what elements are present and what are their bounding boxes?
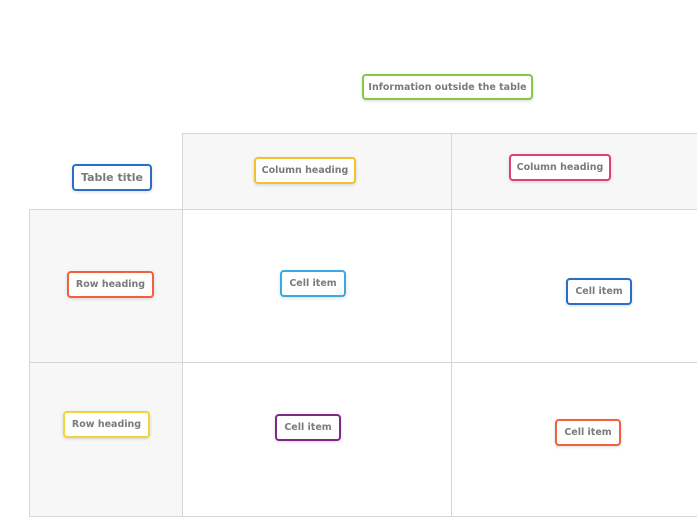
column-heading-topic-2[interactable]: Column heading	[509, 154, 611, 181]
column-heading-topic-1[interactable]: Column heading	[254, 157, 356, 184]
row-header-cell-2	[29, 362, 183, 517]
cell-item-topic-r2-c2[interactable]: Cell item	[555, 419, 621, 446]
table-title-topic[interactable]: Table title	[72, 164, 152, 191]
row-heading-topic-2[interactable]: Row heading	[63, 411, 150, 438]
row-heading-topic-1[interactable]: Row heading	[67, 271, 154, 298]
cell-item-topic-r1-c1[interactable]: Cell item	[280, 270, 346, 297]
outside-info-topic[interactable]: Information outside the table	[362, 74, 533, 100]
cell-item-topic-r2-c1[interactable]: Cell item	[275, 414, 341, 441]
cell-item-topic-r1-c2[interactable]: Cell item	[566, 278, 632, 305]
